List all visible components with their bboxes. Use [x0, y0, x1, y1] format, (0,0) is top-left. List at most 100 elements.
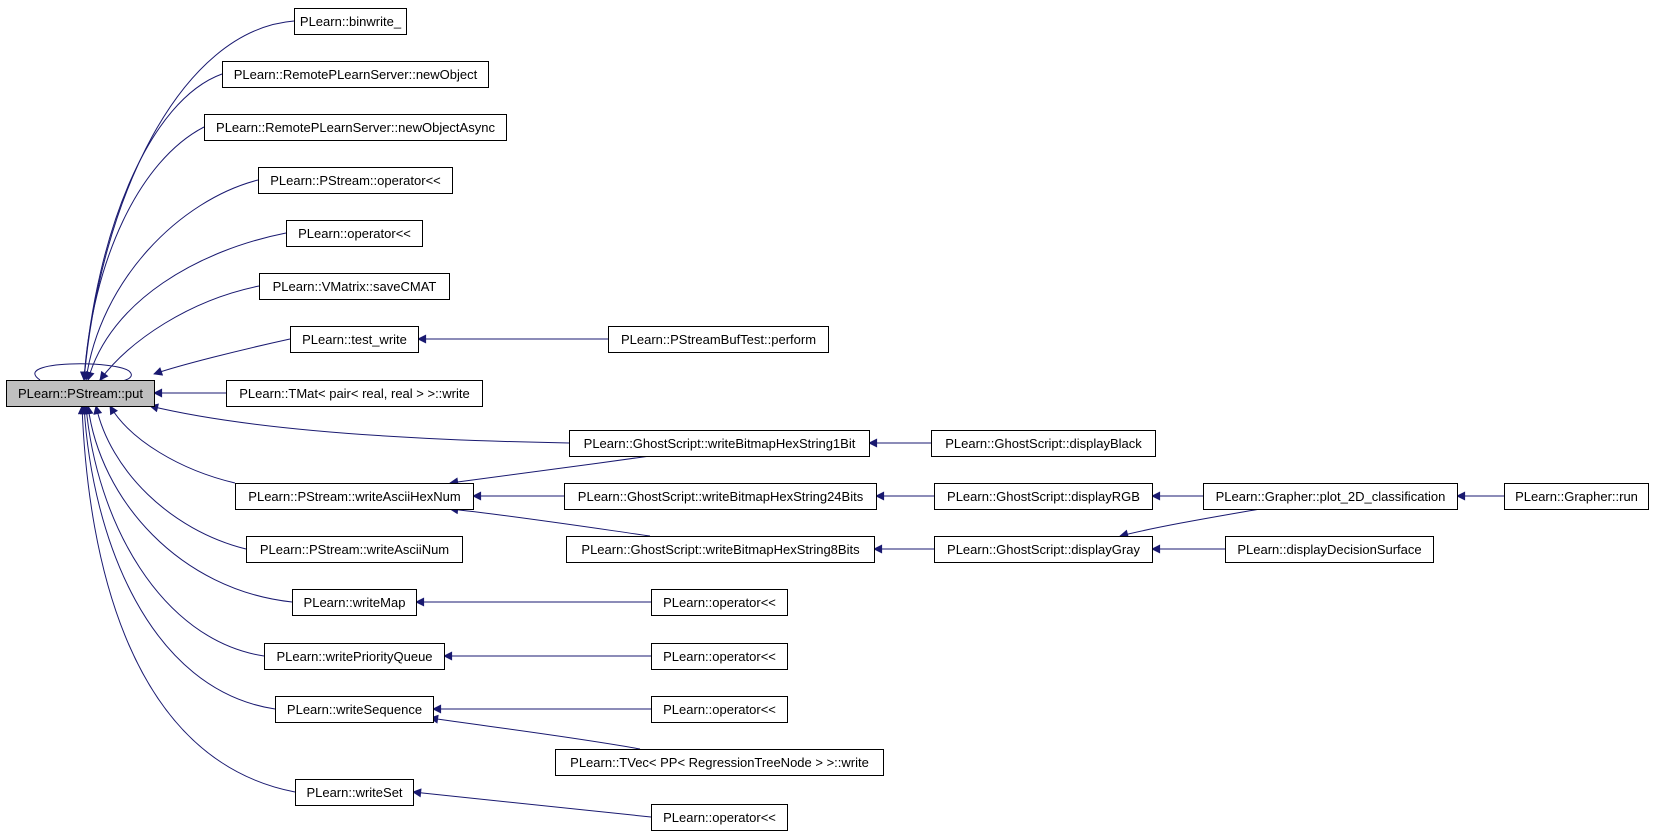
node-label: PLearn::PStream::put: [18, 386, 143, 401]
edge-writeSet-to-put: [77, 405, 296, 793]
node-box: [226, 380, 483, 407]
node-writeMap[interactable]: PLearn::writeMap: [292, 589, 417, 616]
node-box: [555, 749, 884, 776]
node-label: PLearn::writeSet: [306, 785, 402, 800]
node-label: PLearn::PStream::writeAsciiHexNum: [248, 489, 460, 504]
edge-writeSeq-to-put: [79, 405, 276, 710]
node-saveCMAT[interactable]: PLearn::VMatrix::saveCMAT: [259, 273, 450, 300]
node-box: [258, 167, 453, 194]
edge-tvec_write-to-writeSeq: [429, 714, 641, 750]
node-put[interactable]: PLearn::PStream::put: [6, 380, 155, 407]
edge-writeAsciiHexNum-to-put: [109, 405, 236, 484]
node-label: PLearn::TMat< pair< real, real > >::writ…: [239, 386, 470, 401]
node-op_pq[interactable]: PLearn::operator<<: [651, 643, 788, 670]
node-box: [222, 61, 489, 88]
edge-wbh8-to-writeAsciiHexNum: [449, 505, 651, 537]
node-label: PLearn::GhostScript::displayRGB: [947, 489, 1140, 504]
node-label: PLearn::operator<<: [663, 595, 776, 610]
node-pstream_op[interactable]: PLearn::PStream::operator<<: [258, 167, 453, 194]
node-plot2d[interactable]: PLearn::Grapher::plot_2D_classification: [1203, 483, 1458, 510]
node-label: PLearn::operator<<: [663, 810, 776, 825]
edge-wbh1-to-put: [149, 403, 570, 444]
node-box: [246, 536, 463, 563]
node-writePQ[interactable]: PLearn::writePriorityQueue: [264, 643, 445, 670]
node-label: PLearn::PStream::operator<<: [270, 173, 441, 188]
node-box: [651, 804, 788, 831]
node-box: [1504, 483, 1649, 510]
node-label: PLearn::VMatrix::saveCMAT: [273, 279, 437, 294]
node-test_write[interactable]: PLearn::test_write: [290, 326, 419, 353]
node-label: PLearn::GhostScript::writeBitmapHexStrin…: [581, 542, 860, 557]
edge-pstream_op-to-put: [82, 179, 259, 381]
node-box: [934, 536, 1153, 563]
node-box: [275, 696, 434, 723]
node-box: [294, 8, 407, 35]
node-label: PLearn::TVec< PP< RegressionTreeNode > >…: [570, 755, 869, 770]
node-box: [259, 273, 450, 300]
nodes-layer: PLearn::PStream::put PLearn::binwrite_PLe…: [6, 8, 1649, 831]
node-perform[interactable]: PLearn::PStreamBufTest::perform: [608, 326, 829, 353]
node-label: PLearn::GhostScript::writeBitmapHexStrin…: [578, 489, 864, 504]
node-label: PLearn::writePriorityQueue: [276, 649, 432, 664]
node-label: PLearn::GhostScript::displayGray: [947, 542, 1140, 557]
node-displayDecision[interactable]: PLearn::displayDecisionSurface: [1225, 536, 1434, 563]
node-op_map[interactable]: PLearn::operator<<: [651, 589, 788, 616]
node-writeSeq[interactable]: PLearn::writeSequence: [275, 696, 434, 723]
node-label: PLearn::RemotePLearnServer::newObject: [234, 67, 478, 82]
edge-writePQ-to-put: [82, 405, 265, 657]
node-label: PLearn::test_write: [302, 332, 407, 347]
node-displayGray[interactable]: PLearn::GhostScript::displayGray: [934, 536, 1153, 563]
node-box: [264, 643, 445, 670]
node-writeSet[interactable]: PLearn::writeSet: [295, 779, 414, 806]
node-label: PLearn::displayDecisionSurface: [1237, 542, 1421, 557]
edge-writeAsciiNum-to-put: [93, 405, 247, 550]
node-box: [204, 114, 507, 141]
edge-test_write-to-put: [153, 338, 291, 376]
node-displayRGB[interactable]: PLearn::GhostScript::displayRGB: [934, 483, 1153, 510]
node-tmat_write[interactable]: PLearn::TMat< pair< real, real > >::writ…: [226, 380, 483, 407]
edge-put-to-put: [34, 363, 132, 389]
node-newObjectAsync[interactable]: PLearn::RemotePLearnServer::newObjectAsy…: [204, 114, 507, 141]
node-label: PLearn::Grapher::plot_2D_classification: [1216, 489, 1446, 504]
node-label: PLearn::operator<<: [663, 702, 776, 717]
node-wbh24[interactable]: PLearn::GhostScript::writeBitmapHexStrin…: [564, 483, 877, 510]
node-label: PLearn::writeSequence: [287, 702, 422, 717]
node-box: [292, 589, 417, 616]
node-box: [931, 430, 1156, 457]
node-op_ll[interactable]: PLearn::operator<<: [286, 220, 423, 247]
node-box: [566, 536, 875, 563]
node-wbh1[interactable]: PLearn::GhostScript::writeBitmapHexStrin…: [569, 430, 870, 457]
node-displayBlack[interactable]: PLearn::GhostScript::displayBlack: [931, 430, 1156, 457]
node-label: PLearn::GhostScript::displayBlack: [945, 436, 1142, 451]
node-binwrite[interactable]: PLearn::binwrite_: [294, 8, 407, 35]
node-writeAsciiHexNum[interactable]: PLearn::PStream::writeAsciiHexNum: [235, 483, 474, 510]
node-wbh8[interactable]: PLearn::GhostScript::writeBitmapHexStrin…: [566, 536, 875, 563]
edge-op_ll-to-put: [85, 232, 287, 381]
node-label: PLearn::PStream::writeAsciiNum: [260, 542, 449, 557]
node-tvec_write[interactable]: PLearn::TVec< PP< RegressionTreeNode > >…: [555, 749, 884, 776]
node-label: PLearn::binwrite_: [300, 14, 402, 29]
node-label: PLearn::writeMap: [304, 595, 406, 610]
node-op_set[interactable]: PLearn::operator<<: [651, 804, 788, 831]
node-box: [1225, 536, 1434, 563]
node-label: PLearn::PStreamBufTest::perform: [621, 332, 816, 347]
node-label: PLearn::operator<<: [663, 649, 776, 664]
node-box: [290, 326, 419, 353]
node-newObject[interactable]: PLearn::RemotePLearnServer::newObject: [222, 61, 489, 88]
node-label: PLearn::GhostScript::writeBitmapHexStrin…: [584, 436, 856, 451]
edge-writeMap-to-put: [84, 405, 293, 603]
node-box: [651, 589, 788, 616]
node-label: PLearn::operator<<: [298, 226, 411, 241]
node-box: [235, 483, 474, 510]
edges-layer: [34, 20, 1504, 818]
node-op_seq[interactable]: PLearn::operator<<: [651, 696, 788, 723]
node-box: [651, 643, 788, 670]
node-grapher_run[interactable]: PLearn::Grapher::run: [1504, 483, 1649, 510]
node-box: [608, 326, 829, 353]
node-box: [286, 220, 423, 247]
edge-newObjectAsync-to-put: [80, 126, 205, 381]
node-label: PLearn::RemotePLearnServer::newObjectAsy…: [216, 120, 495, 135]
edge-saveCMAT-to-put: [99, 285, 260, 381]
node-writeAsciiNum[interactable]: PLearn::PStream::writeAsciiNum: [246, 536, 463, 563]
